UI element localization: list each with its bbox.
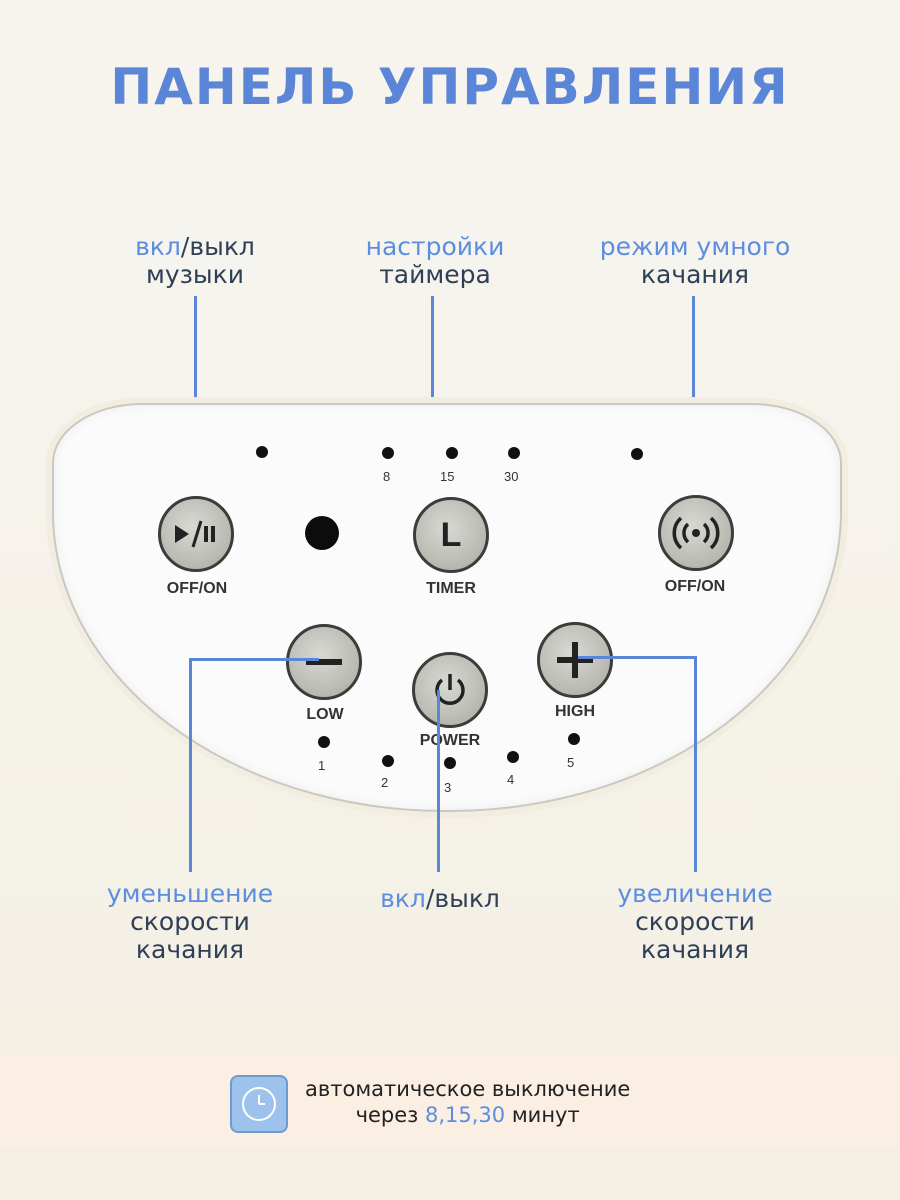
play-pause-icon: [175, 520, 215, 548]
speed-level-4: 4: [507, 772, 515, 787]
auto-off-line2: через 8,15,30 минут: [305, 1102, 630, 1128]
auto-off-suffix: минут: [505, 1103, 580, 1127]
caption-speed: скорости: [130, 907, 250, 936]
smart-indicator-led: [631, 448, 643, 460]
caption-settings: настройки: [365, 232, 505, 261]
auto-off-note: автоматическое выключение через 8,15,30 …: [305, 1076, 630, 1128]
speed-level-2: 2: [381, 775, 389, 790]
caption-sep: /: [180, 232, 190, 261]
timer-option-30: 30: [504, 469, 519, 484]
decrease-pointer-v: [189, 658, 192, 872]
speed-2-led: [382, 755, 394, 767]
timer-15-led: [446, 447, 458, 459]
caption-on: вкл: [380, 884, 426, 913]
caption-music: музыки: [145, 260, 245, 289]
plus-icon: [557, 642, 593, 678]
music-button-label: OFF/ON: [166, 580, 228, 597]
timer-button[interactable]: L: [413, 497, 489, 573]
caption-swing: качания: [135, 935, 245, 964]
clock-face-icon: [242, 1087, 276, 1121]
speed-3-led: [444, 757, 456, 769]
minus-icon: [306, 659, 342, 665]
music-indicator-led: [256, 446, 268, 458]
speed-1-led: [318, 736, 330, 748]
timer-button-label: TIMER: [426, 580, 476, 597]
speed-level-1: 1: [318, 758, 326, 773]
increase-pointer-h: [578, 656, 697, 659]
footer-band: [0, 1055, 900, 1150]
swing-waves-icon: [672, 516, 720, 550]
power-icon: [435, 674, 465, 705]
decrease-pointer-h: [189, 658, 319, 661]
high-button-label: HIGH: [555, 703, 595, 720]
timer-settings-caption: настройки таймера: [340, 233, 530, 289]
smart-button-label: OFF/ON: [664, 578, 726, 595]
low-speed-button[interactable]: [286, 624, 362, 700]
low-button-label: LOW: [306, 706, 344, 723]
timer-l-icon: L: [440, 515, 462, 554]
high-speed-button[interactable]: [537, 622, 613, 698]
speed-level-5: 5: [567, 755, 575, 770]
power-button-label: POWER: [419, 732, 481, 749]
caption-smart-mode: режим умного: [599, 232, 791, 261]
music-toggle-caption: вкл/выкл музыки: [110, 233, 280, 289]
increase-pointer-v: [694, 656, 697, 872]
caption-timer: таймера: [379, 260, 491, 289]
caption-speed: скорости: [635, 907, 755, 936]
page-title: ПАНЕЛЬ УПРАВЛЕНИЯ: [110, 58, 790, 116]
clock-icon: [230, 1075, 288, 1133]
music-play-pause-button[interactable]: [158, 496, 234, 572]
power-pointer-line: [437, 690, 440, 872]
caption-swing: качания: [640, 935, 750, 964]
control-panel: [52, 403, 842, 812]
caption-off: выкл: [189, 232, 255, 261]
timer-30-led: [508, 447, 520, 459]
caption-sep: /: [425, 884, 435, 913]
power-button[interactable]: [412, 652, 488, 728]
auto-off-prefix: через: [355, 1103, 425, 1127]
auto-off-line1: автоматическое выключение: [305, 1077, 631, 1101]
caption-swing: качания: [640, 260, 750, 289]
power-caption: вкл/выкл: [350, 885, 530, 913]
smart-swing-button[interactable]: [658, 495, 734, 571]
caption-on: вкл: [135, 232, 181, 261]
caption-decrease: уменьшение: [106, 879, 274, 908]
decrease-speed-caption: уменьшение скорости качания: [80, 880, 300, 964]
auto-off-values: 8,15,30: [425, 1103, 506, 1127]
timer-8-led: [382, 447, 394, 459]
sensor-hole: [305, 516, 339, 550]
timer-option-15: 15: [440, 469, 455, 484]
timer-option-8: 8: [383, 469, 391, 484]
increase-speed-caption: увеличение скорости качания: [585, 880, 805, 964]
smart-swing-caption: режим умного качания: [575, 233, 815, 289]
speed-4-led: [507, 751, 519, 763]
speed-5-led: [568, 733, 580, 745]
caption-off: выкл: [434, 884, 500, 913]
speed-level-3: 3: [444, 780, 452, 795]
caption-increase: увеличение: [617, 879, 773, 908]
